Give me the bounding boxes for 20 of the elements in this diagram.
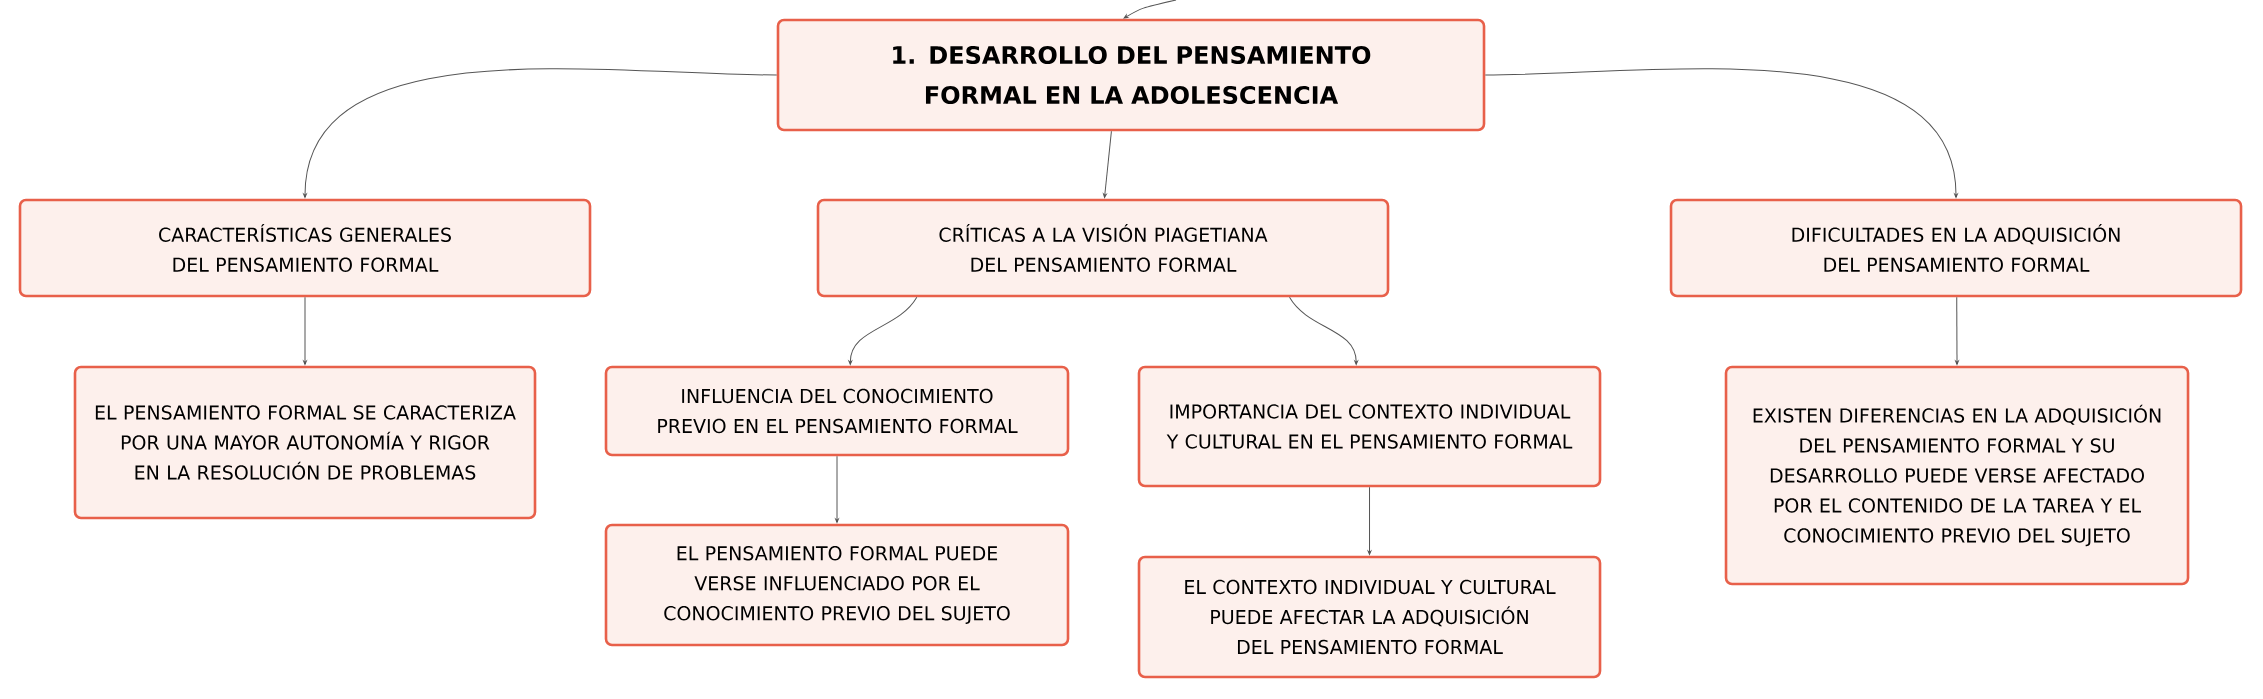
connector (303, 296, 307, 365)
topic-box: EXISTEN DIFERENCIAS EN LA ADQUISICIÓN DEL PENSAMIENTO FORMAL Y SU DESARROLLO PUEDE VERSE AFECTADO POR EL CONTENIDO DE LA TAREA Y EL CONOCIMIENTO PREVIO DEL SUJETO (1724, 365, 2190, 586)
topic-box: 1. DESARROLLO DEL PENSAMIENTO FORMAL EN LA ADOLESCENCIA (776, 18, 1486, 132)
connector (1123, 0, 1177, 19)
connector (848, 296, 918, 365)
topic-box: EL CONTEXTO INDIVIDUAL Y CULTURAL PUEDE AFECTAR LA ADQUISICIÓN DEL PENSAMIENTO FORMAL (1137, 555, 1602, 679)
connector (1484, 68, 1958, 198)
connector (1103, 130, 1112, 198)
connector (1367, 486, 1372, 555)
connector (1955, 296, 1959, 365)
topic-box: EL PENSAMIENTO FORMAL PUEDE VERSE INFLUENCIADO POR EL CONOCIMIENTO PREVIO DEL SUJETO (604, 523, 1070, 647)
connector (303, 68, 778, 198)
topic-box: INFLUENCIA DEL CONOCIMIENTO PREVIO EN EL PENSAMIENTO FORMAL (604, 365, 1070, 457)
connector (1289, 296, 1359, 365)
connector (835, 455, 839, 523)
topic-box: DIFICULTADES EN LA ADQUISICIÓN DEL PENSAMIENTO FORMAL (1669, 198, 2243, 298)
topic-box: CRÍTICAS A LA VISIÓN PIAGETIANA DEL PENSAMIENTO FORMAL (816, 198, 1390, 298)
topic-box: CARACTERÍSTICAS GENERALES DEL PENSAMIENTO FORMAL (18, 198, 592, 298)
topic-box: EL PENSAMIENTO FORMAL SE CARACTERIZA POR UNA MAYOR AUTONOMÍA Y RIGOR EN LA RESOLUCIÓN DE PROBLEMAS (73, 365, 537, 520)
topic-box: IMPORTANCIA DEL CONTEXTO INDIVIDUAL Y CULTURAL EN EL PENSAMIENTO FORMAL (1137, 365, 1602, 488)
